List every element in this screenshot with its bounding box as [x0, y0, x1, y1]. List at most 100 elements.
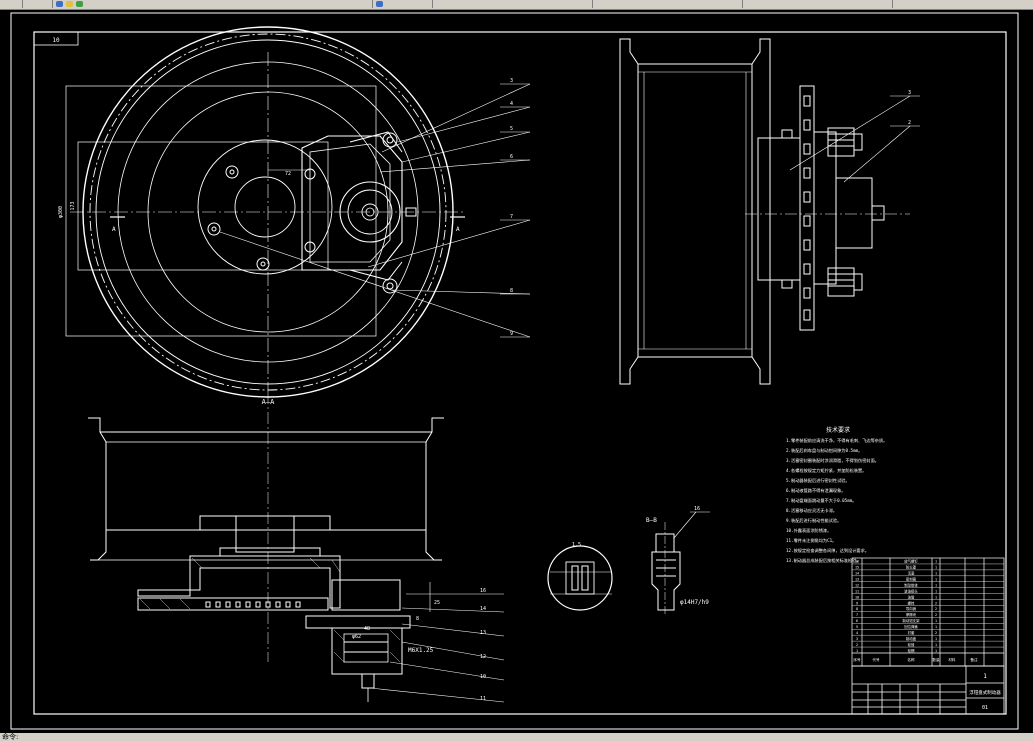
- svg-text:名称: 名称: [907, 657, 915, 662]
- svg-text:9.装配后进行制动性能试验。: 9.装配后进行制动性能试验。: [786, 517, 841, 524]
- callout-3: 3: [510, 78, 513, 84]
- front-view: [65, 26, 531, 398]
- callout-11: 11: [480, 696, 486, 702]
- drawing-canvas[interactable]: 10: [10, 12, 1020, 732]
- bom-cell: 11: [855, 589, 859, 593]
- title-qty: 1: [983, 673, 987, 680]
- dim-thread: M6X1.25: [408, 647, 434, 654]
- bom-cell: 14: [855, 572, 859, 576]
- dim-25: 25: [434, 600, 440, 606]
- bom-cell: 防尘罩: [906, 565, 917, 570]
- bom-cell: 1: [935, 578, 937, 582]
- svg-text:4.各螺栓按规定力矩拧紧，并加防松装置。: 4.各螺栓按规定力矩拧紧，并加防松装置。: [786, 467, 866, 474]
- bom-cell: 8: [856, 607, 858, 611]
- plotstyle-dropdown[interactable]: [892, 0, 1033, 8]
- section-view: [88, 392, 505, 703]
- bom-header: 序号 代号 名称 数量 材料 备注: [853, 657, 978, 662]
- vent-holes: [205, 601, 301, 608]
- bom-cell: 5: [856, 625, 858, 629]
- bom-cell: 1: [935, 589, 937, 593]
- bom-cell: 1: [935, 643, 937, 647]
- dim-outer-dia: φ300: [58, 206, 64, 218]
- bom-cell: 1: [935, 619, 937, 623]
- section-label-left: A: [112, 226, 116, 233]
- bom-cell: 12: [855, 583, 859, 587]
- section-title-aa: A—A: [262, 398, 275, 406]
- tech-notes: 1.零件装配前应清洗干净，不得有毛刺、飞边等杂质。 2.装配后刹车盘与制动钳间隙…: [786, 437, 887, 564]
- svg-text:数量: 数量: [932, 657, 940, 662]
- bom-cell: 2: [856, 643, 858, 647]
- svg-text:备注: 备注: [970, 657, 978, 662]
- detail-scale: 1.5: [572, 542, 581, 548]
- detail-view: [547, 545, 613, 611]
- svg-text:序号: 序号: [853, 657, 861, 662]
- color-dropdown[interactable]: [432, 0, 593, 8]
- bom-cell: 10: [855, 595, 859, 599]
- bom-cell: 2: [935, 601, 937, 605]
- bom-cell: 16: [855, 560, 859, 564]
- sheet-tag: 10: [52, 37, 60, 44]
- bom-cell: 放气螺钉: [904, 559, 918, 564]
- layer-prev-icon[interactable]: [376, 1, 383, 7]
- svg-text:材料: 材料: [948, 657, 956, 662]
- side-view: [619, 38, 920, 385]
- bom-cell: 2: [935, 631, 937, 635]
- linetype-dropdown[interactable]: [592, 0, 743, 8]
- bom-cell: 衬套: [908, 630, 915, 635]
- svg-text:10.外露表面涂防锈漆。: 10.外露表面涂防锈漆。: [786, 527, 831, 534]
- bom-cell: 轮毂: [908, 642, 915, 647]
- toolbar-segment-2[interactable]: [22, 0, 53, 8]
- bom-cell: 密封圈: [906, 577, 917, 582]
- bom-cell: 制动钳体: [904, 582, 918, 587]
- toolbar-segment-1[interactable]: [0, 0, 23, 8]
- callout-side-2: 2: [908, 120, 911, 126]
- svg-text:11.零件未注倒角均为C1。: 11.零件未注倒角均为C1。: [786, 537, 836, 544]
- svg-text:1.零件装配前应清洗干净，不得有毛刺、飞边等杂质。: 1.零件装配前应清洗干净，不得有毛刺、飞边等杂质。: [786, 437, 887, 444]
- bulb-icon[interactable]: [66, 1, 73, 7]
- bom-table: [851, 557, 1005, 667]
- callout-10: 10: [480, 674, 486, 680]
- bom-cell: 2: [935, 607, 937, 611]
- svg-text:13.制动器总成装配后按相关标准检验。: 13.制动器总成装配后按相关标准检验。: [786, 557, 861, 564]
- bom-cell: 9: [856, 601, 858, 605]
- dim-173: 173: [70, 201, 76, 210]
- bom-cell: 制动钳支架: [903, 618, 921, 623]
- bom-cell: 1: [856, 649, 858, 653]
- dim-48: 48: [364, 626, 370, 632]
- bom-cell: 摩擦块: [906, 612, 917, 617]
- toolbar-segment-3[interactable]: [372, 0, 433, 8]
- title-block: [851, 665, 1005, 715]
- bom-cell: 13: [855, 578, 859, 582]
- svg-text:3.活塞密封圈装配时涂润滑脂，不得划伤密封面。: 3.活塞密封圈装配时涂润滑脂，不得划伤密封面。: [786, 457, 879, 464]
- svg-text:7.制动盘端面跳动量不大于0.05mm。: 7.制动盘端面跳动量不大于0.05mm。: [786, 497, 856, 504]
- svg-text:6.制动液管路不得有泄漏现象。: 6.制动液管路不得有泄漏现象。: [786, 487, 845, 494]
- callout-6: 6: [510, 154, 513, 160]
- callout-5: 5: [510, 126, 513, 132]
- bom-cell: 导向销: [906, 606, 917, 611]
- callout-8: 8: [510, 288, 513, 294]
- callout-bb-16: 16: [694, 506, 700, 512]
- bom-cell: 1: [935, 595, 937, 599]
- title-sheet-no: 01: [982, 705, 988, 711]
- svg-text:2.装配后刹车盘与制动钳间隙为0.5mm。: 2.装配后刹车盘与制动钳间隙为0.5mm。: [786, 447, 862, 454]
- section-title-bb: B—B: [646, 517, 657, 524]
- bom-cell: 油管: [908, 594, 915, 599]
- bom-cell: 2: [935, 613, 937, 617]
- bom-cell: 6: [856, 619, 858, 623]
- layer-icon[interactable]: [56, 1, 63, 7]
- callout-side-3: 3: [908, 90, 911, 96]
- bom-cell: 回位弹簧: [904, 624, 918, 629]
- lineweight-dropdown[interactable]: [742, 0, 893, 8]
- layer-dropdown[interactable]: [52, 0, 373, 8]
- command-line[interactable]: 命令:: [0, 733, 1033, 741]
- title-name: 浮钳盘式制动器: [969, 689, 1001, 696]
- drawing-frame: [33, 31, 1007, 715]
- bom-cell: 1: [935, 649, 937, 653]
- lock-icon[interactable]: [76, 1, 83, 7]
- cad-toolbar: [0, 0, 1033, 10]
- bom-cell: 活塞: [908, 571, 915, 576]
- callout-16: 16: [480, 588, 486, 594]
- svg-text:12.按规定检查调整各间隙，达到设计要求。: 12.按规定检查调整各间隙，达到设计要求。: [786, 547, 869, 554]
- callout-9: 9: [510, 331, 513, 337]
